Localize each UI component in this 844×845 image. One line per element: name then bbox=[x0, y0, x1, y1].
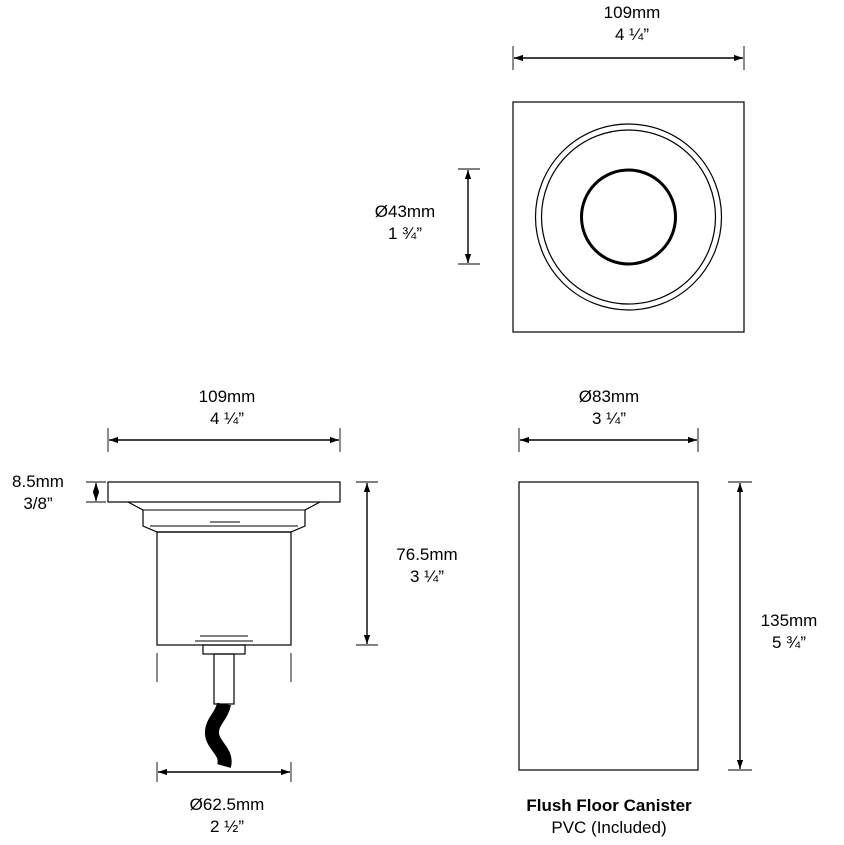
side-bezel bbox=[127, 501, 321, 533]
side-body bbox=[156, 531, 292, 646]
side-base-in-label: 2 ½” bbox=[210, 817, 244, 836]
side-view: 109mm 4 ¼” Ø62.5mm 2 ½” 8.5mm 3/ bbox=[12, 387, 458, 836]
canister-subtitle: PVC (Included) bbox=[551, 818, 666, 837]
top-dia-in-label: 1 ¾” bbox=[388, 224, 422, 243]
top-lens-circle bbox=[580, 168, 677, 266]
canister-dia-mm-label: Ø83mm bbox=[579, 387, 639, 406]
side-height-mm-label: 76.5mm bbox=[396, 545, 457, 564]
canister-height-in-label: 5 ¾” bbox=[772, 633, 806, 652]
top-width-mm-label: 109mm bbox=[604, 3, 661, 22]
side-width-in-label: 4 ¼” bbox=[210, 409, 244, 428]
side-cable bbox=[205, 702, 232, 768]
top-width-in-label: 4 ¼” bbox=[615, 25, 649, 44]
top-dia-mm-label: Ø43mm bbox=[375, 202, 435, 221]
top-view: 109mm 4 ¼” Ø43mm 1 ¾” bbox=[375, 3, 745, 333]
side-flange bbox=[107, 481, 341, 503]
canister-height-mm-label: 135mm bbox=[761, 611, 818, 630]
side-cable-gland bbox=[202, 644, 246, 655]
side-base-mm-label: Ø62.5mm bbox=[190, 795, 265, 814]
top-outer-ring bbox=[534, 123, 723, 311]
side-height-in-label: 3 ¼” bbox=[410, 567, 444, 586]
side-cable-sleeve bbox=[213, 653, 235, 705]
side-flange-in-label: 3/8” bbox=[23, 494, 53, 513]
side-flange-mm-label: 8.5mm bbox=[12, 472, 64, 491]
canister-title: Flush Floor Canister bbox=[526, 796, 692, 815]
canister-body bbox=[518, 481, 699, 771]
side-width-mm-label: 109mm bbox=[199, 387, 256, 406]
canister-view: Ø83mm 3 ¼” 135mm 5 ¾” Flush Floor Canist… bbox=[518, 387, 818, 837]
top-square-plate bbox=[512, 101, 745, 333]
canister-dia-in-label: 3 ¼” bbox=[592, 409, 626, 428]
top-outer-ring-inner bbox=[540, 129, 717, 305]
